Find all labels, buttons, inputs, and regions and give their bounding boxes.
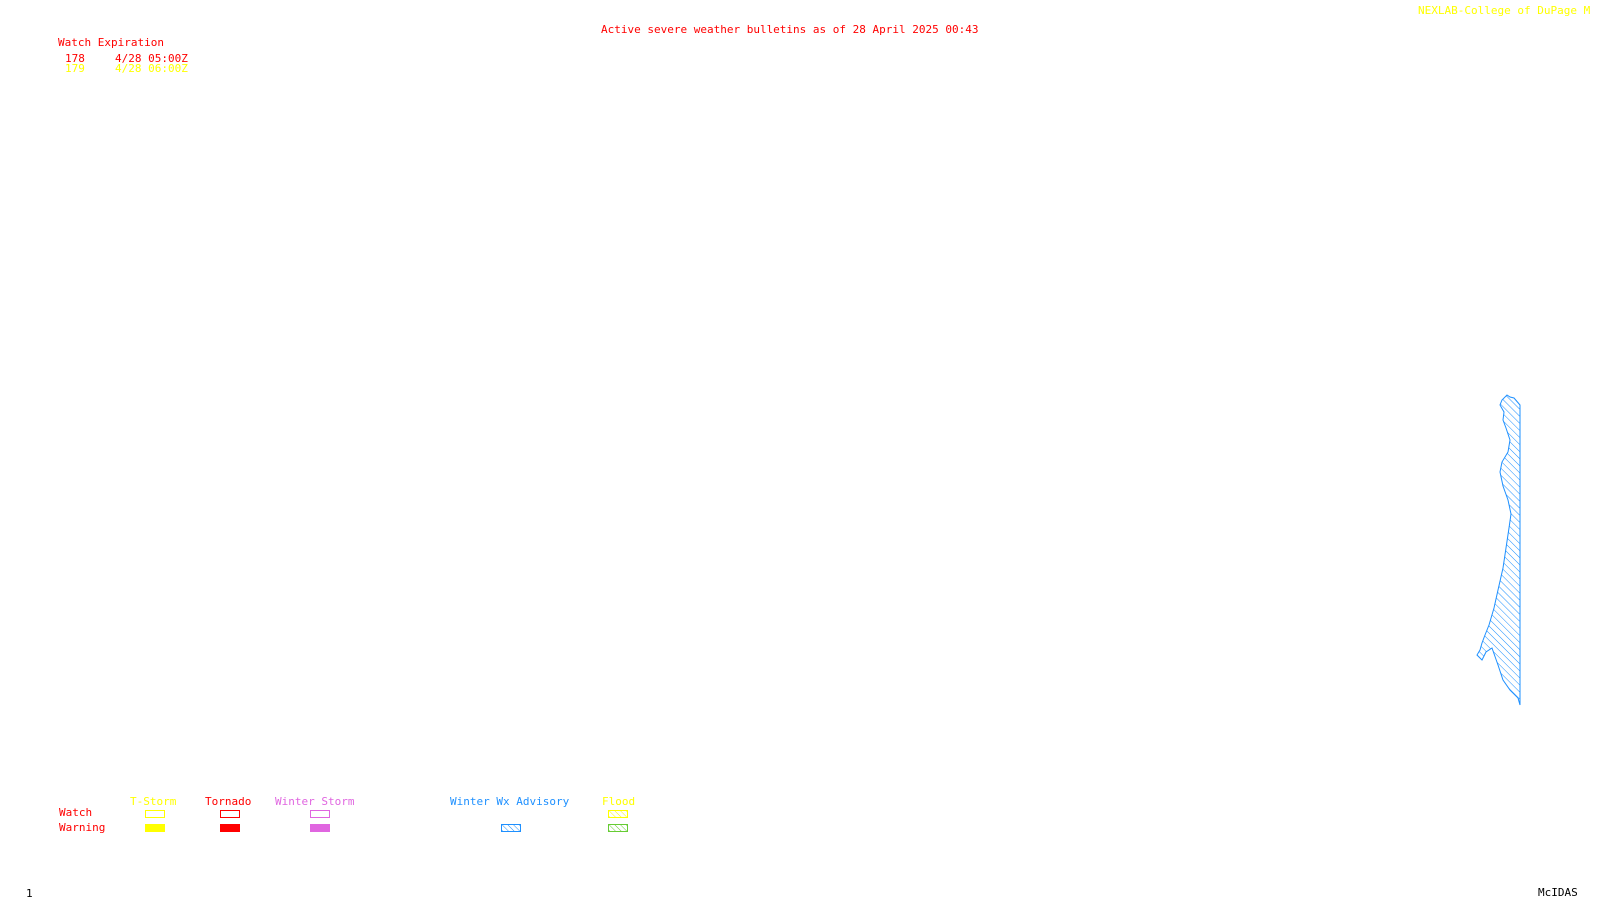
winter-storm-watch-swatch (310, 810, 330, 818)
legend-flood-label: Flood (602, 795, 636, 808)
legend-watch-label: Watch (59, 806, 93, 819)
watch-table-heading: Watch Expiration (58, 36, 164, 49)
legend-warning-label: Warning (59, 821, 106, 834)
legend-winter-wx-advisory-label: Winter Wx Advisory (450, 795, 570, 808)
tstorm-warning-swatch (145, 824, 165, 832)
software-label: McIDAS (1538, 886, 1578, 899)
frame-number: 1 (26, 887, 33, 900)
watch-number: 179 (65, 62, 85, 75)
flood-warning-swatch (608, 824, 628, 832)
legend-tstorm-label: T-Storm (130, 795, 177, 808)
tstorm-watch-swatch (145, 810, 165, 818)
flood-watch-swatch (608, 810, 628, 818)
watch-expiration: 4/28 06:00Z (115, 62, 188, 75)
winter-storm-warning-swatch (310, 824, 330, 832)
winter-wx-advisory-swatch (501, 824, 521, 832)
winter-wx-advisory-area (1476, 394, 1521, 706)
bulletin-title: Active severe weather bulletins as of 28… (601, 23, 979, 36)
credit-text: NEXLAB-College of DuPage M (1418, 4, 1591, 17)
watch-expiration: 4/28 05:00Z (115, 52, 188, 65)
tornado-warning-swatch (220, 824, 240, 832)
legend-winter-storm-label: Winter Storm (275, 795, 355, 808)
tornado-watch-swatch (220, 810, 240, 818)
legend-tornado-label: Tornado (205, 795, 252, 808)
watch-number: 178 (65, 52, 85, 65)
